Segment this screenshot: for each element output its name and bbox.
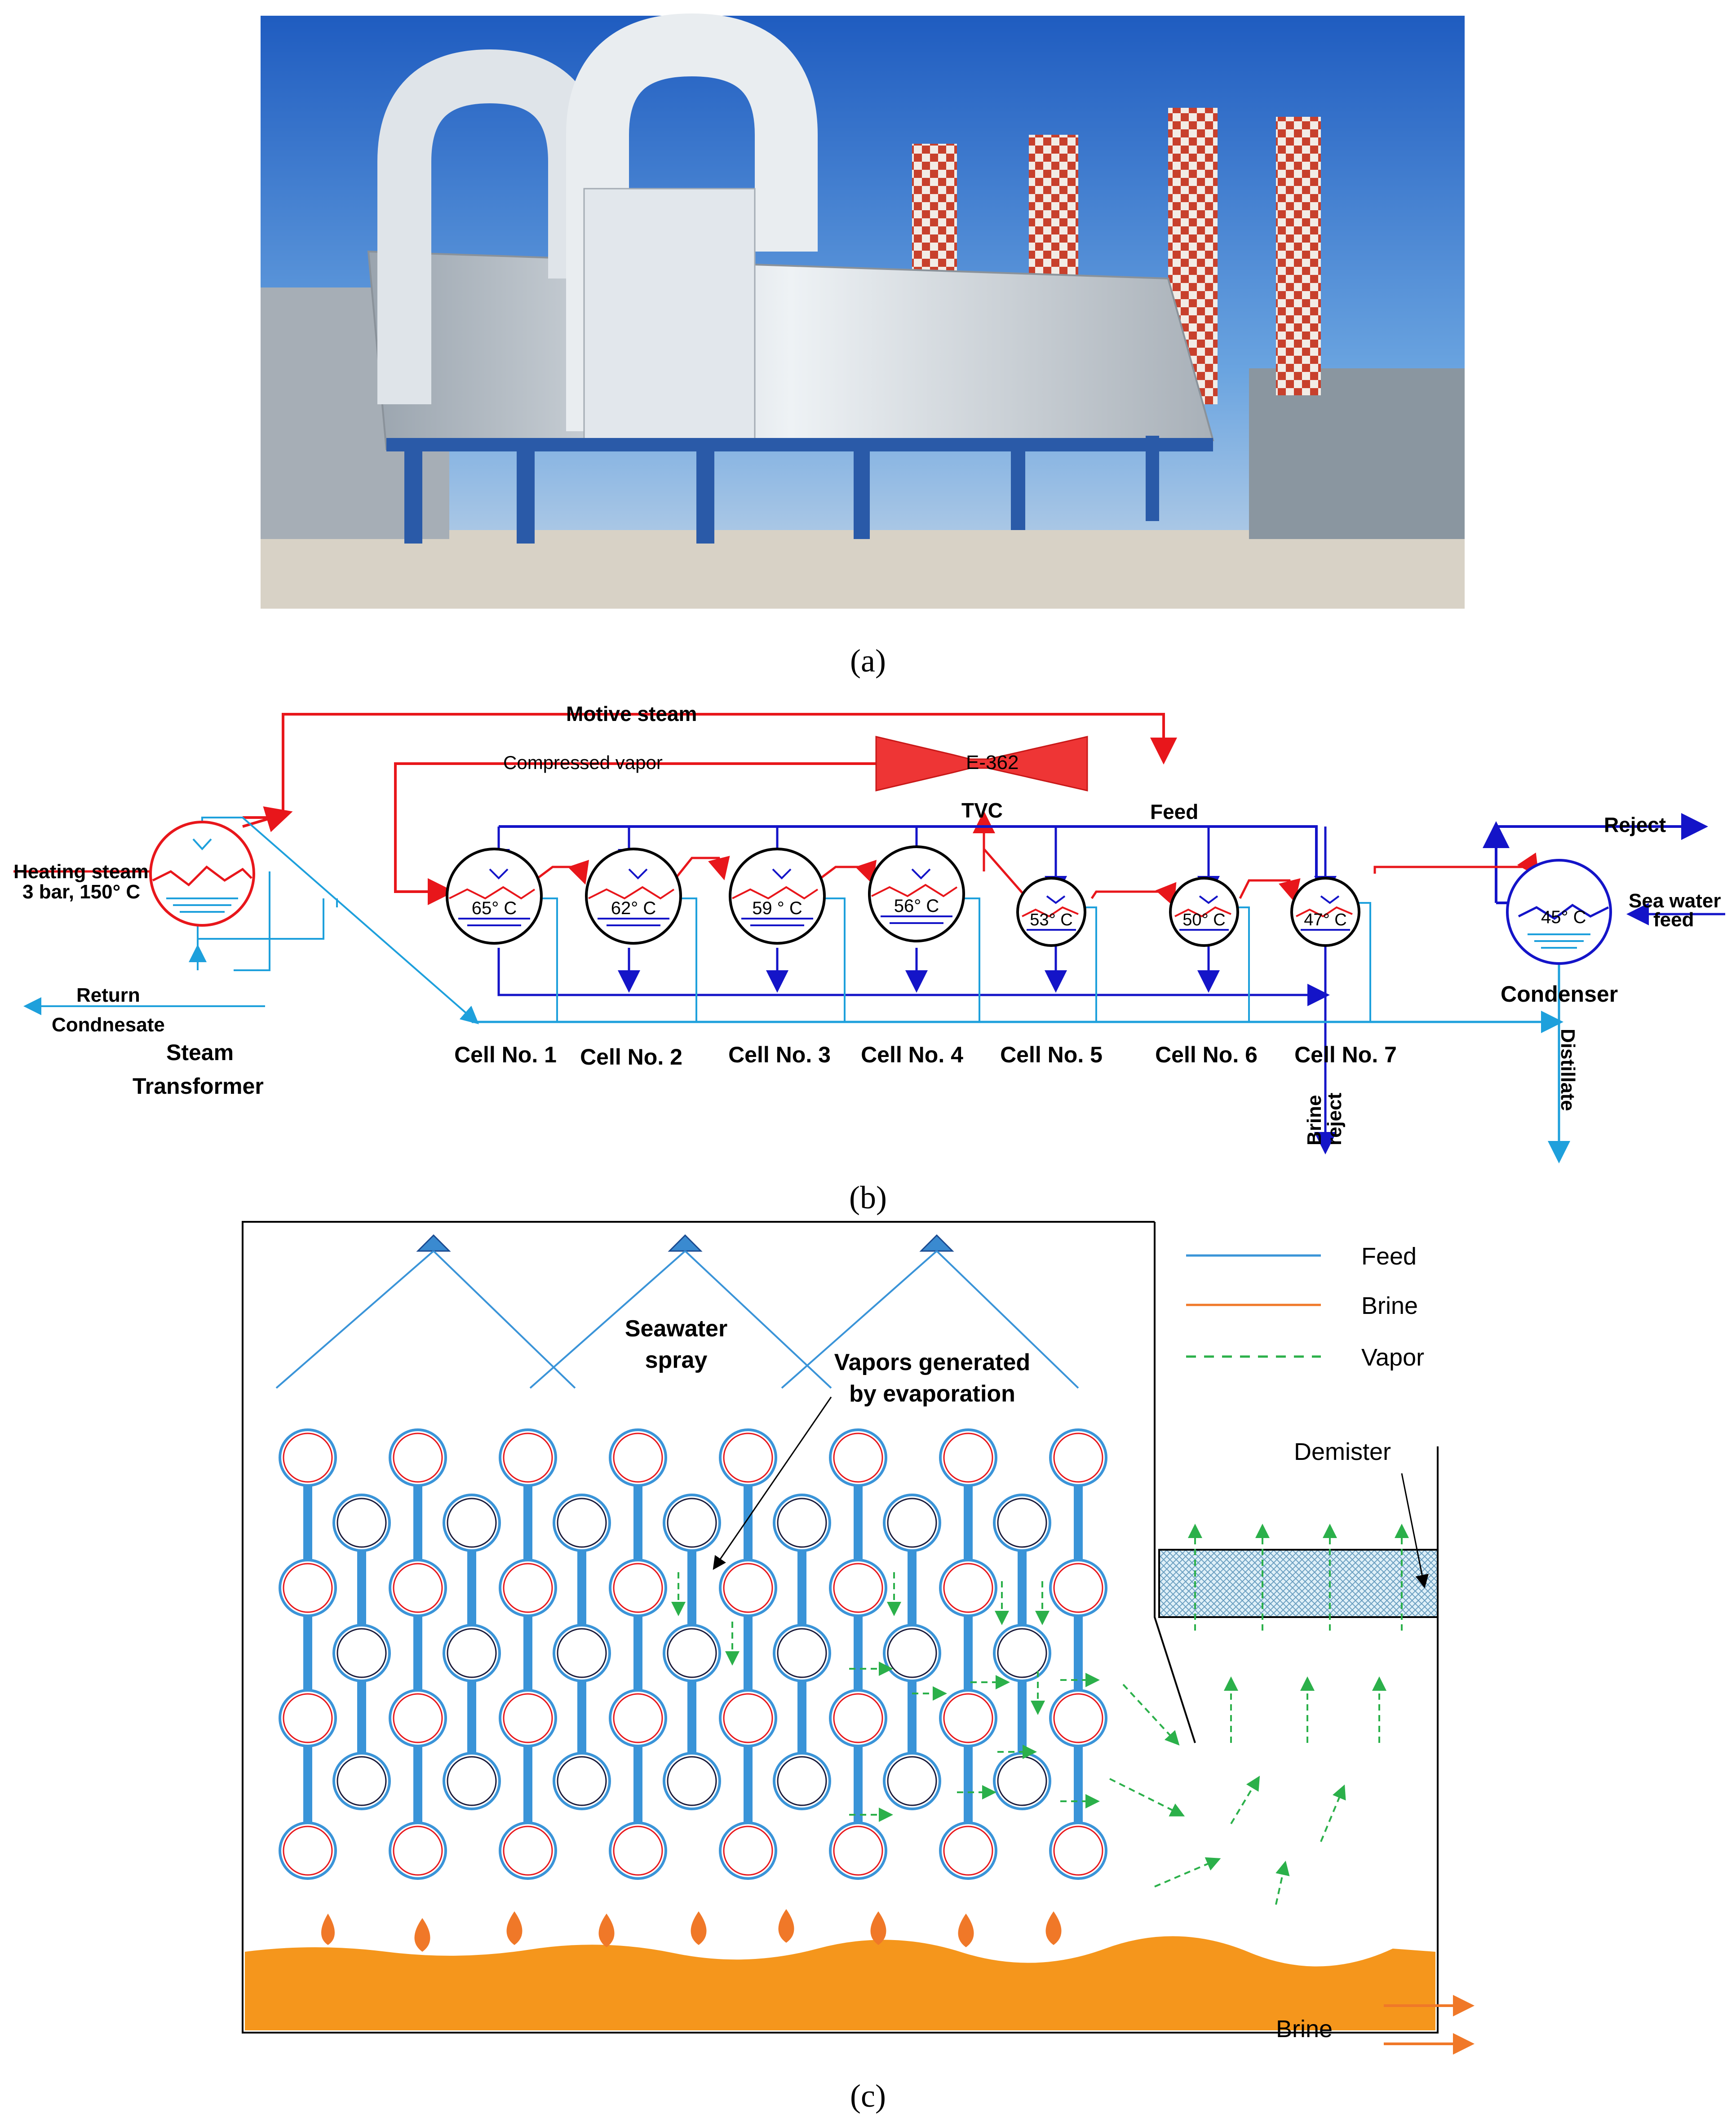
cell-4-label: Cell No. 4	[861, 1042, 963, 1067]
brine-header	[497, 948, 1330, 1006]
label-vapors-2: by evaporation	[849, 1381, 1015, 1407]
caption-b: (b)	[849, 1180, 887, 1216]
label-brine-reject-1: Brine	[1303, 1095, 1325, 1145]
label-seawater-2: spray	[645, 1347, 708, 1373]
demister	[1158, 1549, 1439, 1618]
cell-3-temp: 59 ° C	[752, 898, 802, 918]
label-sea-water-1: Sea water	[1629, 890, 1721, 912]
label-seawater-1: Seawater	[625, 1316, 727, 1342]
cell-2-label: Cell No. 2	[580, 1044, 682, 1070]
legend	[1186, 1254, 1321, 1358]
cell-3	[729, 848, 826, 945]
cell-1-temp: 65° C	[472, 898, 517, 918]
label-brine: Brine	[1276, 2016, 1333, 2042]
cell-7	[1290, 877, 1360, 947]
legend-brine-label: Brine	[1361, 1292, 1418, 1319]
label-sea-water-2: feed	[1653, 909, 1694, 931]
label-heating-steam-1: Heating steam	[13, 861, 149, 883]
cell-2-temp: 62° C	[611, 898, 656, 918]
condenser	[1506, 859, 1612, 965]
brine-droplets	[321, 1909, 1062, 1952]
label-return-2: Condnesate	[52, 1014, 165, 1036]
vapor-arrows	[671, 1524, 1409, 1905]
label-demister: Demister	[1294, 1438, 1391, 1465]
label-heating-steam-2: 3 bar, 150° C	[22, 881, 140, 903]
cell-5-temp: 53° C	[1030, 911, 1072, 929]
brine-pool	[245, 1936, 1435, 2030]
label-condenser-temp: 45° C	[1541, 907, 1586, 927]
caption-a: (a)	[850, 643, 886, 679]
schematic-labels: Motive steam Compressed vapor E-362 TVC …	[13, 702, 1721, 1145]
tvc-med-schematic	[13, 713, 1725, 1163]
cell-5	[1016, 877, 1086, 947]
plant-photo	[261, 13, 1465, 609]
label-tvc: TVC	[961, 799, 1003, 822]
label-brine-reject-2: reject	[1324, 1092, 1346, 1145]
cell-3-label: Cell No. 3	[728, 1042, 831, 1067]
tube-bundle	[279, 1428, 1107, 1880]
cell-7-label: Cell No. 7	[1294, 1042, 1397, 1067]
cell-6-label: Cell No. 6	[1155, 1042, 1258, 1067]
cell-7-temp: 47° C	[1304, 911, 1346, 929]
cell-6-temp: 50° C	[1182, 911, 1225, 929]
tvc-ejector	[875, 736, 1088, 791]
label-return-1: Return	[76, 984, 140, 1006]
legend-feed-label: Feed	[1361, 1243, 1417, 1270]
steam-transformer	[149, 821, 255, 927]
cell-1-label: Cell No. 1	[454, 1042, 557, 1067]
label-condenser: Condenser	[1501, 981, 1618, 1007]
cell-5-label: Cell No. 5	[1000, 1042, 1103, 1067]
label-feed: Feed	[1150, 800, 1198, 823]
label-vapors-1: Vapors generated	[834, 1349, 1030, 1375]
label-distillate: Distillate	[1557, 1029, 1579, 1111]
label-transformer-2: Transformer	[133, 1074, 264, 1099]
caption-c: (c)	[850, 2078, 886, 2114]
label-ejector-code: E-362	[966, 752, 1019, 774]
cell-1	[446, 848, 543, 945]
evaporator-labels: Feed Brine Vapor Seawater spray Vapors g…	[625, 1243, 1424, 2042]
label-compressed-vapor: Compressed vapor	[503, 752, 663, 773]
cell-4	[868, 845, 965, 942]
compressed-vapor-line	[394, 762, 876, 905]
label-transformer-1: Steam	[166, 1040, 234, 1065]
evaporator-detail	[242, 1221, 1475, 2055]
label-motive-steam: Motive steam	[566, 702, 697, 725]
cell-6	[1169, 877, 1239, 947]
cell-4-temp: 56° C	[894, 896, 939, 916]
legend-vapor-label: Vapor	[1361, 1344, 1424, 1371]
cell-2	[585, 848, 682, 945]
label-reject: Reject	[1604, 813, 1666, 836]
